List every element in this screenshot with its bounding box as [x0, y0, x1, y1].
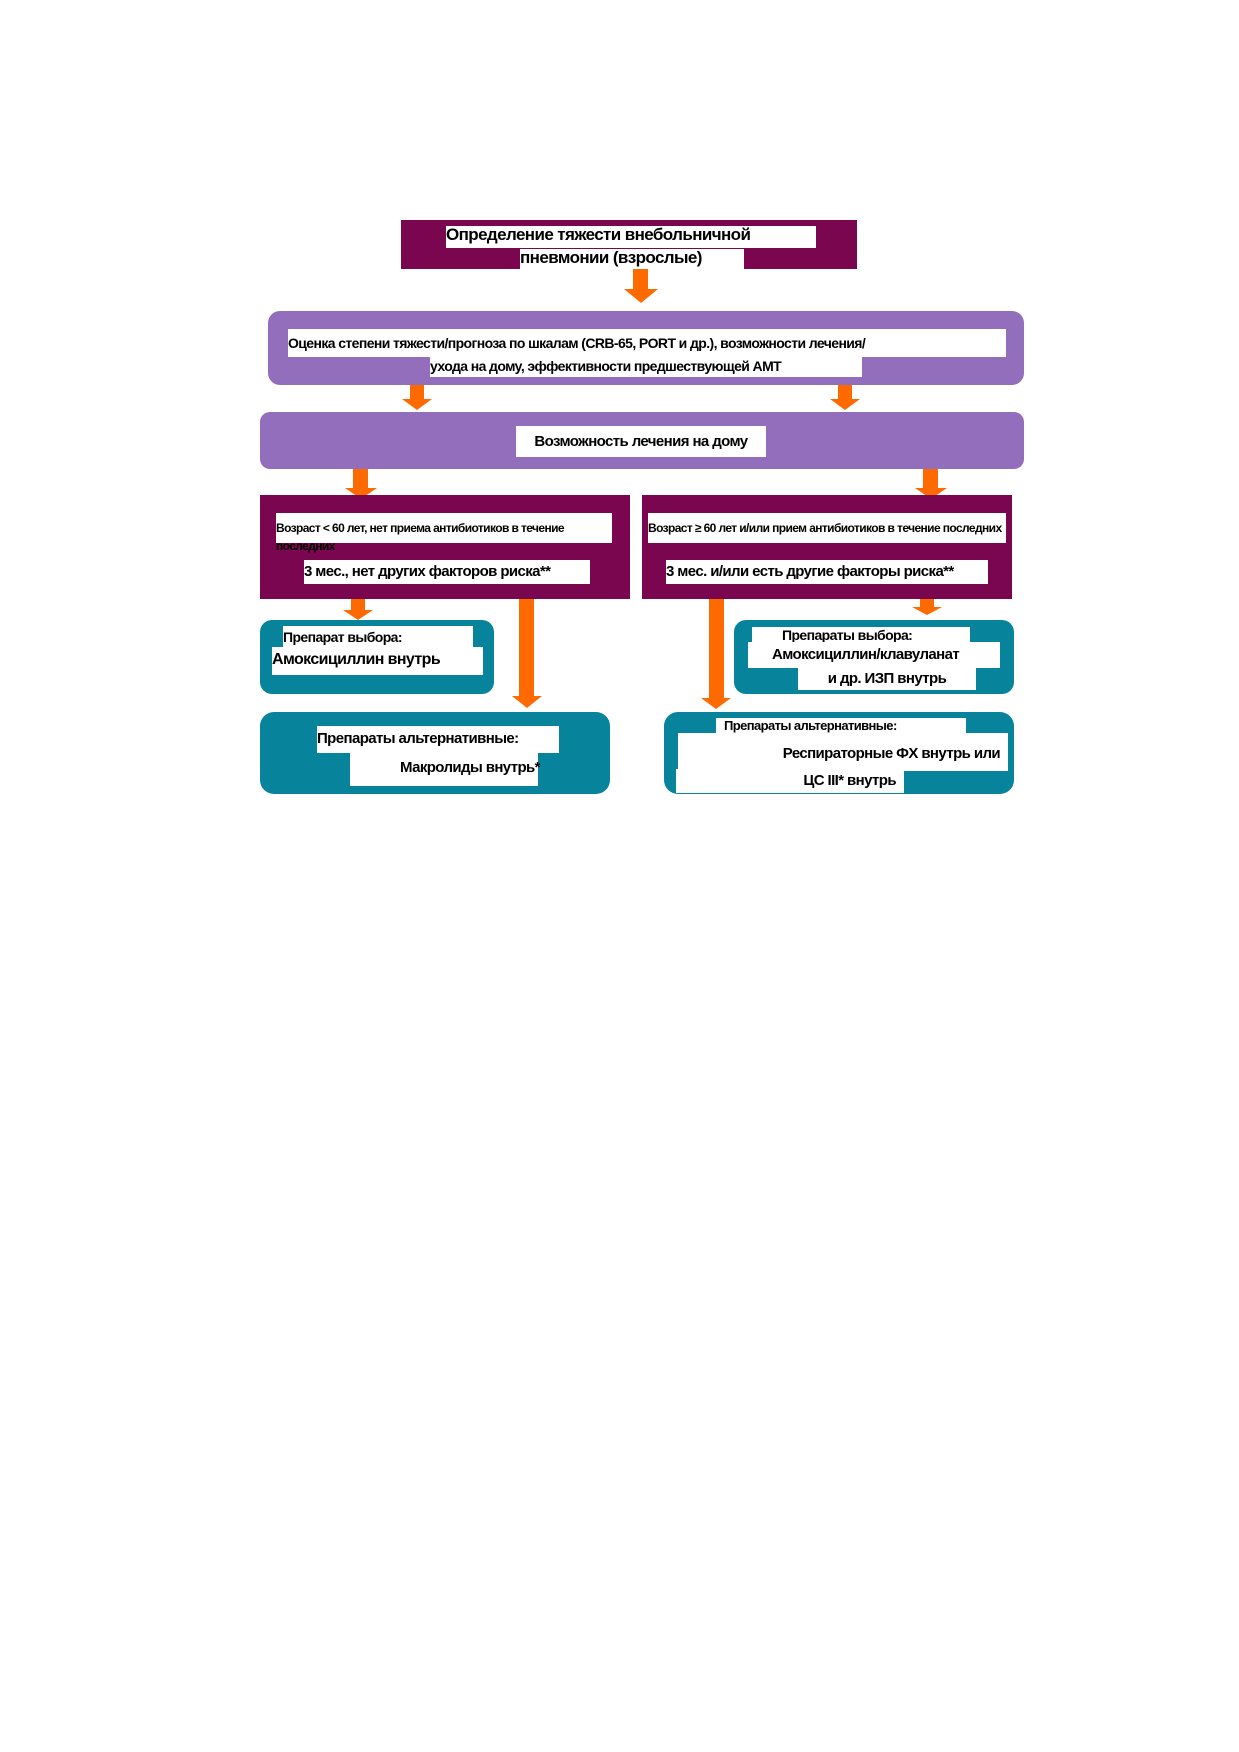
home-treatment-label: Возможность лечения на дому	[516, 426, 766, 457]
right-choice-line3: и др. ИЗП внутрь	[798, 668, 976, 690]
arrow-home-left-icon	[345, 488, 377, 499]
header-title-line1: Определение тяжести внебольничной	[446, 226, 816, 248]
left-alternative-line1: Препараты альтернативные:	[317, 726, 559, 753]
arrow-home-left-shaft	[353, 469, 368, 488]
arrow-left-alt-icon	[512, 696, 542, 708]
left-choice-line1: Препарат выбора:	[283, 626, 473, 648]
right-condition-line1: Возраст ≥ 60 лет и/или прием антибиотико…	[648, 513, 1006, 543]
arrow-header-assess-icon	[624, 289, 658, 303]
arrow-right-choice-shaft	[920, 599, 934, 607]
assessment-line1: Оценка степени тяжести/прогноза по шкала…	[288, 329, 1006, 357]
arrow-assess-home-left-shaft	[410, 385, 424, 399]
arrow-home-right-icon	[915, 488, 947, 499]
left-condition-line1: Возраст < 60 лет, нет приема антибиотико…	[276, 513, 612, 553]
arrow-right-alt-shaft	[709, 599, 724, 698]
arrow-header-assess-shaft	[633, 269, 648, 289]
arrow-assess-home-right-icon	[830, 399, 860, 410]
left-alternative-line2: Макролиды внутрь*	[350, 752, 541, 786]
right-alternative-line2: Респираторные ФХ внутрь или	[678, 733, 1008, 771]
arrow-assess-home-right-shaft	[838, 385, 852, 399]
right-choice-line2: Амоксициллин/клавуланат	[748, 642, 1000, 668]
arrow-assess-home-left-icon	[402, 399, 432, 410]
left-choice-line2: Амоксициллин внутрь	[272, 647, 483, 675]
arrow-right-alt-icon	[701, 698, 731, 709]
left-condition-line2: 3 мес., нет других факторов риска**	[304, 560, 590, 584]
arrow-left-alt-shaft	[519, 599, 534, 696]
right-alternative-line3: ЦС III* внутрь	[676, 769, 904, 793]
arrow-left-choice-icon	[343, 610, 373, 620]
right-condition-line2: 3 мес. и/или есть другие факторы риска**	[666, 560, 988, 584]
header-title-line2: пневмонии (взрослые)	[520, 249, 744, 271]
right-alternative-line1: Препараты альтернативные:	[716, 718, 966, 734]
arrow-home-right-shaft	[923, 469, 938, 488]
assessment-line2: ухода на дому, эффективности предшествую…	[430, 355, 862, 377]
right-choice-line1: Препараты выбора:	[752, 627, 970, 643]
arrow-left-choice-shaft	[351, 599, 365, 610]
arrow-right-choice-icon	[912, 607, 942, 615]
